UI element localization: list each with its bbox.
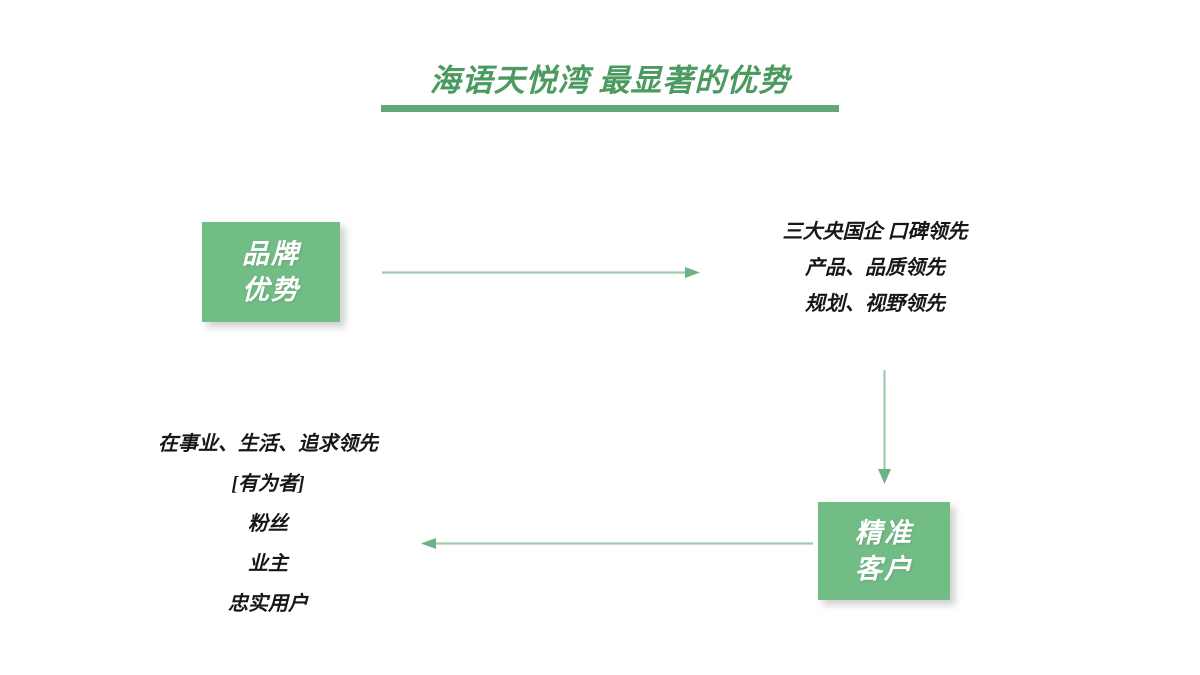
box-brand-advantage[interactable]: 品牌 优势 [202,222,340,322]
arrow-right-icon [382,267,700,278]
box-brand-advantage-line-2: 优势 [242,275,300,305]
title-group: 海语天悦湾 最显著的优势 [370,58,850,118]
box-precise-customer[interactable]: 精准 客户 [818,502,950,600]
brand-point-line: 三大央国企 口碑领先 [782,221,968,243]
customer-point-line: [有为者] [231,473,305,495]
arrow-down-icon [878,370,891,484]
arrow-left-icon [421,538,813,549]
customer-point-line: 粉丝 [248,513,288,535]
brand-point-line: 产品、品质领先 [805,257,945,279]
customer-point-line: 在事业、生活、追求领先 [158,433,378,455]
box-brand-advantage-line-1: 品牌 [242,239,300,269]
customer-point-line: 忠实用户 [228,593,308,615]
box-precise-customer-line-2: 客户 [855,554,913,584]
title-underline-bar [381,105,839,112]
customer-point-line: 业主 [248,553,288,575]
text-customer-points: 在事业、生活、追求领先 [有为者] 粉丝 业主 忠实用户 [118,424,418,624]
box-precise-customer-line-1: 精准 [855,518,913,548]
text-brand-points: 三大央国企 口碑领先 产品、品质领先 规划、视野领先 [725,214,1025,322]
brand-point-line: 规划、视野领先 [805,293,945,315]
page-title: 海语天悦湾 最显著的优势 [429,63,791,98]
